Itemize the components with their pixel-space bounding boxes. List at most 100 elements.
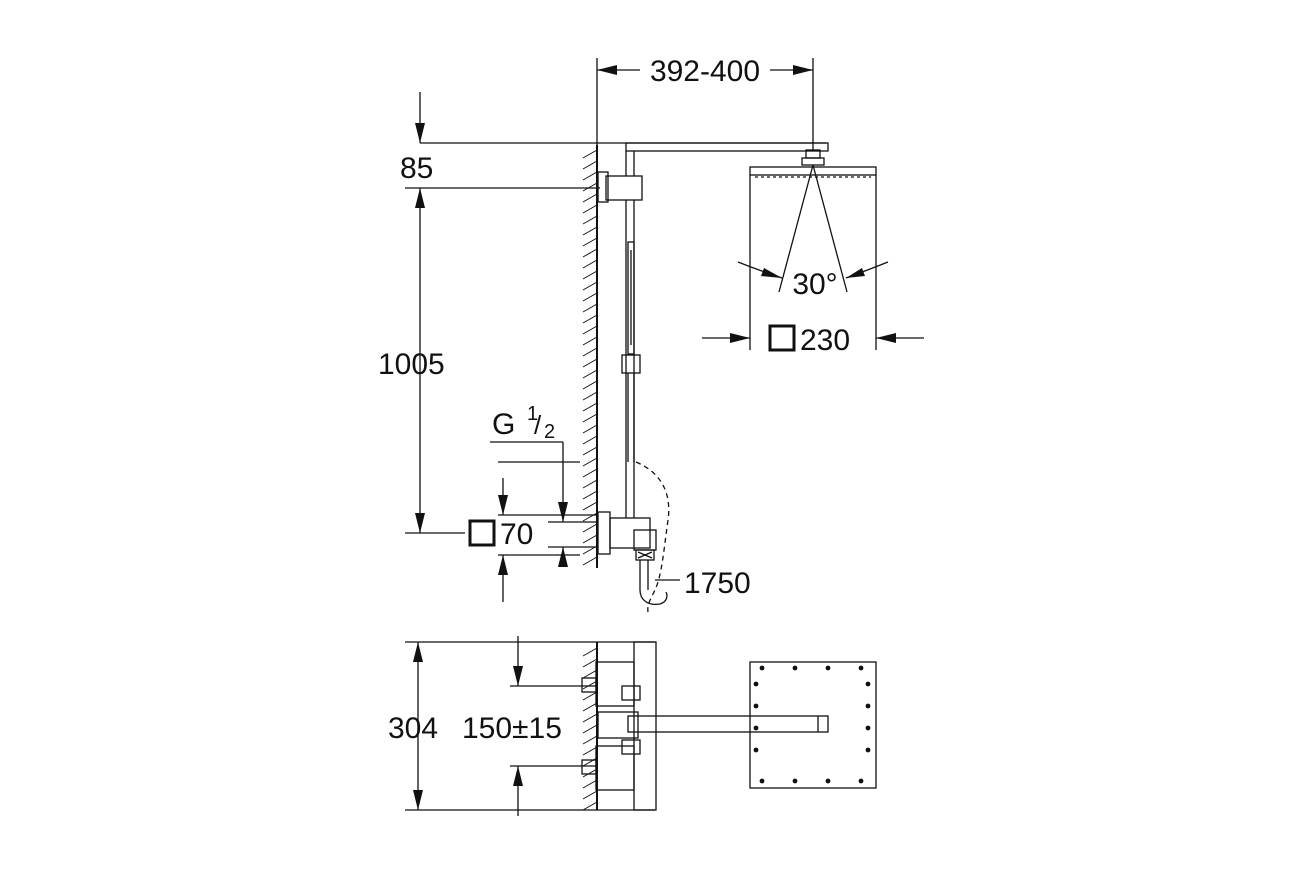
hatch-line <box>582 303 598 313</box>
spray-angle-label: 30° <box>792 268 837 301</box>
hatch-line <box>582 369 598 379</box>
hatch-line <box>582 669 598 679</box>
hatch-line <box>582 534 598 544</box>
thread-slash-label: / <box>534 410 542 440</box>
plan-view: 304 150±15 <box>388 636 877 816</box>
inlet-square-icon <box>468 519 496 547</box>
hatch-line <box>582 358 598 368</box>
rail-height-dimension: 1005 <box>378 188 465 534</box>
hatch-line <box>582 647 598 657</box>
hatch-line <box>582 314 598 324</box>
hose-length-label: 1750 <box>684 567 751 600</box>
rail-height-label: 1005 <box>378 348 445 381</box>
thread-main-label: G <box>492 408 515 441</box>
rain-head-plan <box>749 661 877 789</box>
hatch-line <box>582 149 598 159</box>
hatch-line <box>582 226 598 236</box>
hatch-line <box>582 680 598 690</box>
top-offset-label: 85 <box>400 152 433 185</box>
nozzle-dot <box>753 725 759 731</box>
hatch-line <box>582 424 598 434</box>
hatch-line <box>582 658 598 668</box>
hatch-line <box>582 713 598 723</box>
hatch-line <box>582 490 598 500</box>
plan-depth-dimension: 304 <box>388 641 655 811</box>
shower-column <box>597 142 829 613</box>
nozzle-dot <box>865 703 871 709</box>
hatch-line <box>582 237 598 247</box>
nozzle-dot <box>858 665 864 671</box>
elevation-view: 392-400 <box>378 55 924 613</box>
hatch-line <box>582 523 598 533</box>
hatch-line <box>582 380 598 390</box>
hatch-line <box>582 790 598 800</box>
nozzle-dot <box>865 681 871 687</box>
thread-num-label: 1 <box>527 403 538 425</box>
hatch-line <box>582 446 598 456</box>
inlet-spacing-dimension: 150±15 <box>462 636 598 816</box>
hatch-line <box>582 391 598 401</box>
hatch-line <box>582 479 598 489</box>
nozzle-dot <box>865 747 871 753</box>
hatch-line <box>582 746 598 756</box>
hatch-line <box>582 691 598 701</box>
nozzle-dot <box>792 778 798 784</box>
hatch-line <box>582 270 598 280</box>
hatch-line <box>582 413 598 423</box>
nozzle-dot <box>753 747 759 753</box>
plan-wall-hatching <box>582 647 598 811</box>
hatch-line <box>582 435 598 445</box>
nozzle-dot <box>792 665 798 671</box>
nozzle-dot <box>753 703 759 709</box>
thread-den-label: 2 <box>544 421 555 443</box>
hatch-line <box>582 768 598 778</box>
square-symbol-icon <box>768 324 796 352</box>
inlet-size-label: 70 <box>500 518 533 551</box>
hatch-line <box>582 292 598 302</box>
wall-hatching <box>582 149 598 566</box>
thread-callout: G 1 / 2 <box>490 403 598 567</box>
hatch-line <box>582 402 598 412</box>
hatch-line <box>582 512 598 522</box>
hatch-line <box>582 171 598 181</box>
hatch-line <box>582 457 598 467</box>
arm-reach-label: 392-400 <box>650 55 760 88</box>
hatch-line <box>582 347 598 357</box>
nozzle-dot <box>825 665 831 671</box>
hatch-line <box>582 501 598 511</box>
nozzle-dot <box>858 778 864 784</box>
hatch-line <box>582 801 598 811</box>
hatch-line <box>582 259 598 269</box>
hatch-line <box>582 779 598 789</box>
mixer-plan <box>581 641 829 811</box>
plan-depth-label: 304 <box>388 712 438 745</box>
hatch-line <box>582 556 598 566</box>
arm-reach-dimension: 392-400 <box>596 55 814 150</box>
wall <box>582 145 598 568</box>
hatch-line <box>582 204 598 214</box>
nozzle-dots <box>753 665 871 784</box>
inlet-spacing-label: 150±15 <box>462 712 562 745</box>
head-size-label: 230 <box>800 324 850 357</box>
inlet-size-dimension: 70 <box>468 461 598 602</box>
nozzle-dot <box>759 665 765 671</box>
hatch-line <box>582 281 598 291</box>
hatch-line <box>582 182 598 192</box>
hatch-line <box>582 160 598 170</box>
top-offset-dimension: 85 <box>400 92 826 189</box>
nozzle-dot <box>865 725 871 731</box>
hatch-line <box>582 757 598 767</box>
hatch-line <box>582 724 598 734</box>
nozzle-dot <box>759 778 765 784</box>
nozzle-dot <box>753 681 759 687</box>
nozzle-dot <box>825 778 831 784</box>
hatch-line <box>582 702 598 712</box>
hatch-line <box>582 193 598 203</box>
hatch-line <box>582 248 598 258</box>
hatch-line <box>582 215 598 225</box>
hose-length-callout: 1750 <box>655 567 751 600</box>
hatch-line <box>582 735 598 745</box>
rain-shower-head: 30° 230 <box>702 149 924 357</box>
hatch-line <box>582 468 598 478</box>
